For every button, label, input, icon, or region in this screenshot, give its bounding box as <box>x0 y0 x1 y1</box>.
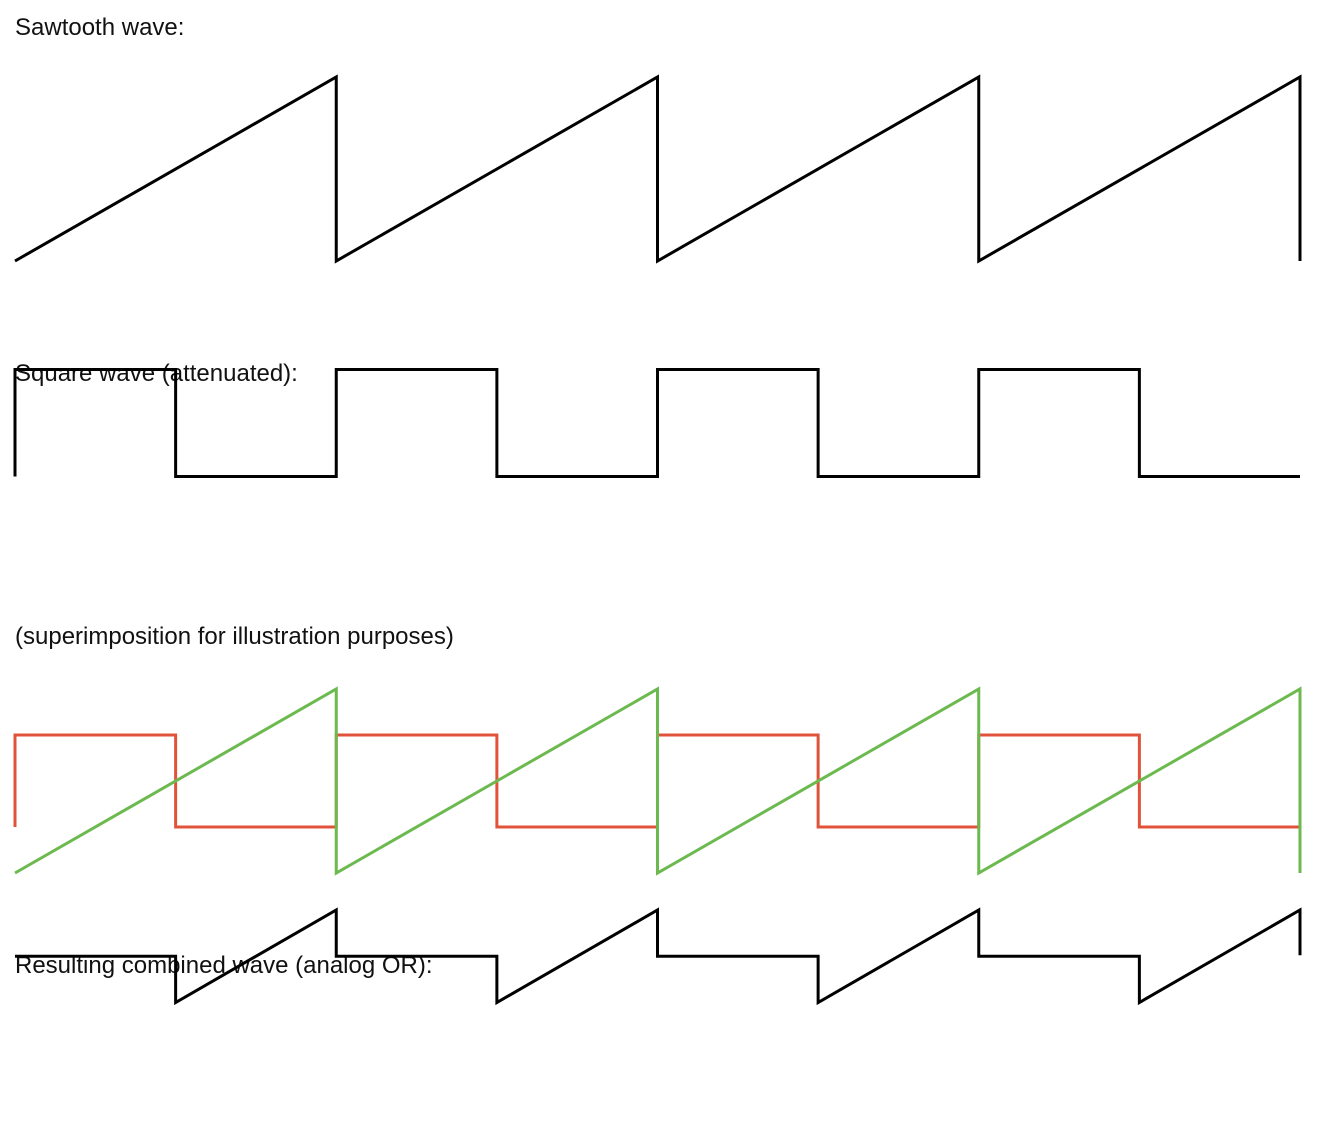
sawtooth-waveform <box>14 74 1302 264</box>
square-waveform <box>13 368 1300 478</box>
combined-waveform <box>15 907 1302 1006</box>
superimposition-label: (superimposition for illustration purpos… <box>15 623 454 650</box>
sawtooth-wave-label: Sawtooth wave: <box>15 14 185 41</box>
square-wave-label: Square wave (attenuated): <box>15 360 298 387</box>
superimposed-sawtooth-waveform <box>14 686 1302 876</box>
